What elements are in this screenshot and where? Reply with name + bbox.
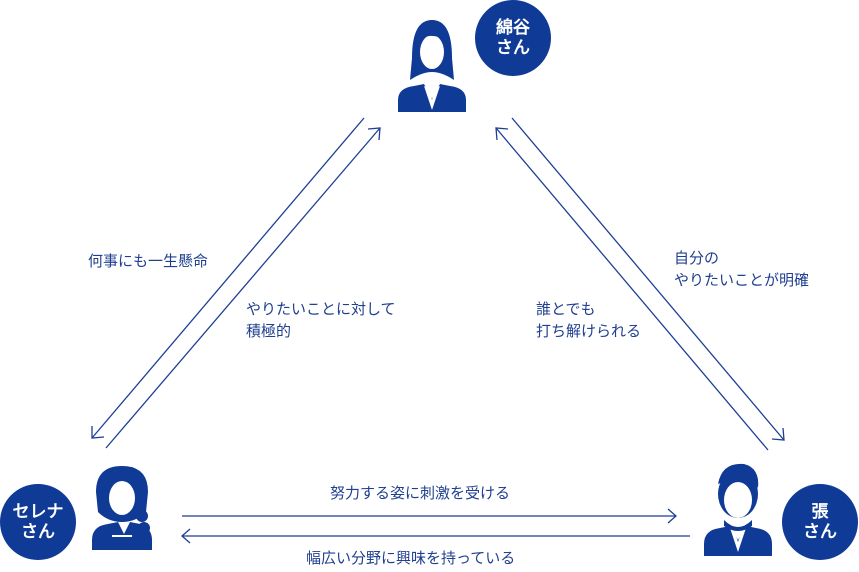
label-top-to-right-line2: やりたいことが明確 bbox=[674, 271, 810, 289]
name-badge-left-line1: セレナ bbox=[12, 502, 64, 522]
name-badge-right: 張 さん bbox=[782, 484, 858, 560]
label-right-to-left: 幅広い分野に興味を持っている bbox=[306, 547, 515, 569]
label-left-to-right-line1: 努力する姿に刺激を受ける bbox=[330, 484, 511, 502]
label-top-to-right-line1: 自分の bbox=[674, 249, 720, 267]
label-left-to-top-line2: 積極的 bbox=[246, 322, 292, 340]
braided-female-person-icon bbox=[92, 466, 152, 550]
name-badge-right-line1: 張 bbox=[811, 502, 829, 522]
name-badge-right-line2: さん bbox=[803, 522, 837, 542]
male-person-icon bbox=[704, 463, 772, 556]
arrow-left-to-top bbox=[105, 127, 381, 449]
female-person-icon bbox=[398, 20, 466, 112]
label-left-to-top-line1: やりたいことに対して bbox=[246, 300, 396, 318]
arrow-top-to-left bbox=[91, 117, 365, 439]
arrow-right-to-top bbox=[495, 127, 769, 451]
name-badge-top-line2: さん bbox=[496, 38, 530, 58]
label-right-to-top-line2: 打ち解けられる bbox=[536, 322, 642, 340]
label-right-to-left-line1: 幅広い分野に興味を持っている bbox=[306, 549, 516, 567]
name-badge-top-line1: 綿谷 bbox=[496, 18, 530, 38]
arrow-left-to-right bbox=[182, 508, 677, 524]
name-badge-left-line2: さん bbox=[21, 522, 55, 542]
label-top-to-left-line1: 何事にも一生懸命 bbox=[88, 252, 209, 270]
name-badge-top: 綿谷 さん bbox=[475, 0, 551, 76]
arrow-top-to-right bbox=[511, 117, 785, 441]
label-right-to-top-line1: 誰とでも bbox=[536, 300, 596, 318]
label-left-to-top: やりたいことに対して 積極的 bbox=[246, 298, 396, 342]
label-top-to-left: 何事にも一生懸命 bbox=[88, 250, 208, 272]
label-top-to-right: 自分の やりたいことが明確 bbox=[674, 247, 809, 291]
label-right-to-top: 誰とでも 打ち解けられる bbox=[536, 298, 641, 342]
label-left-to-right: 努力する姿に刺激を受ける bbox=[330, 482, 510, 504]
name-badge-left: セレナ さん bbox=[0, 484, 76, 560]
arrow-right-to-left bbox=[181, 528, 690, 544]
